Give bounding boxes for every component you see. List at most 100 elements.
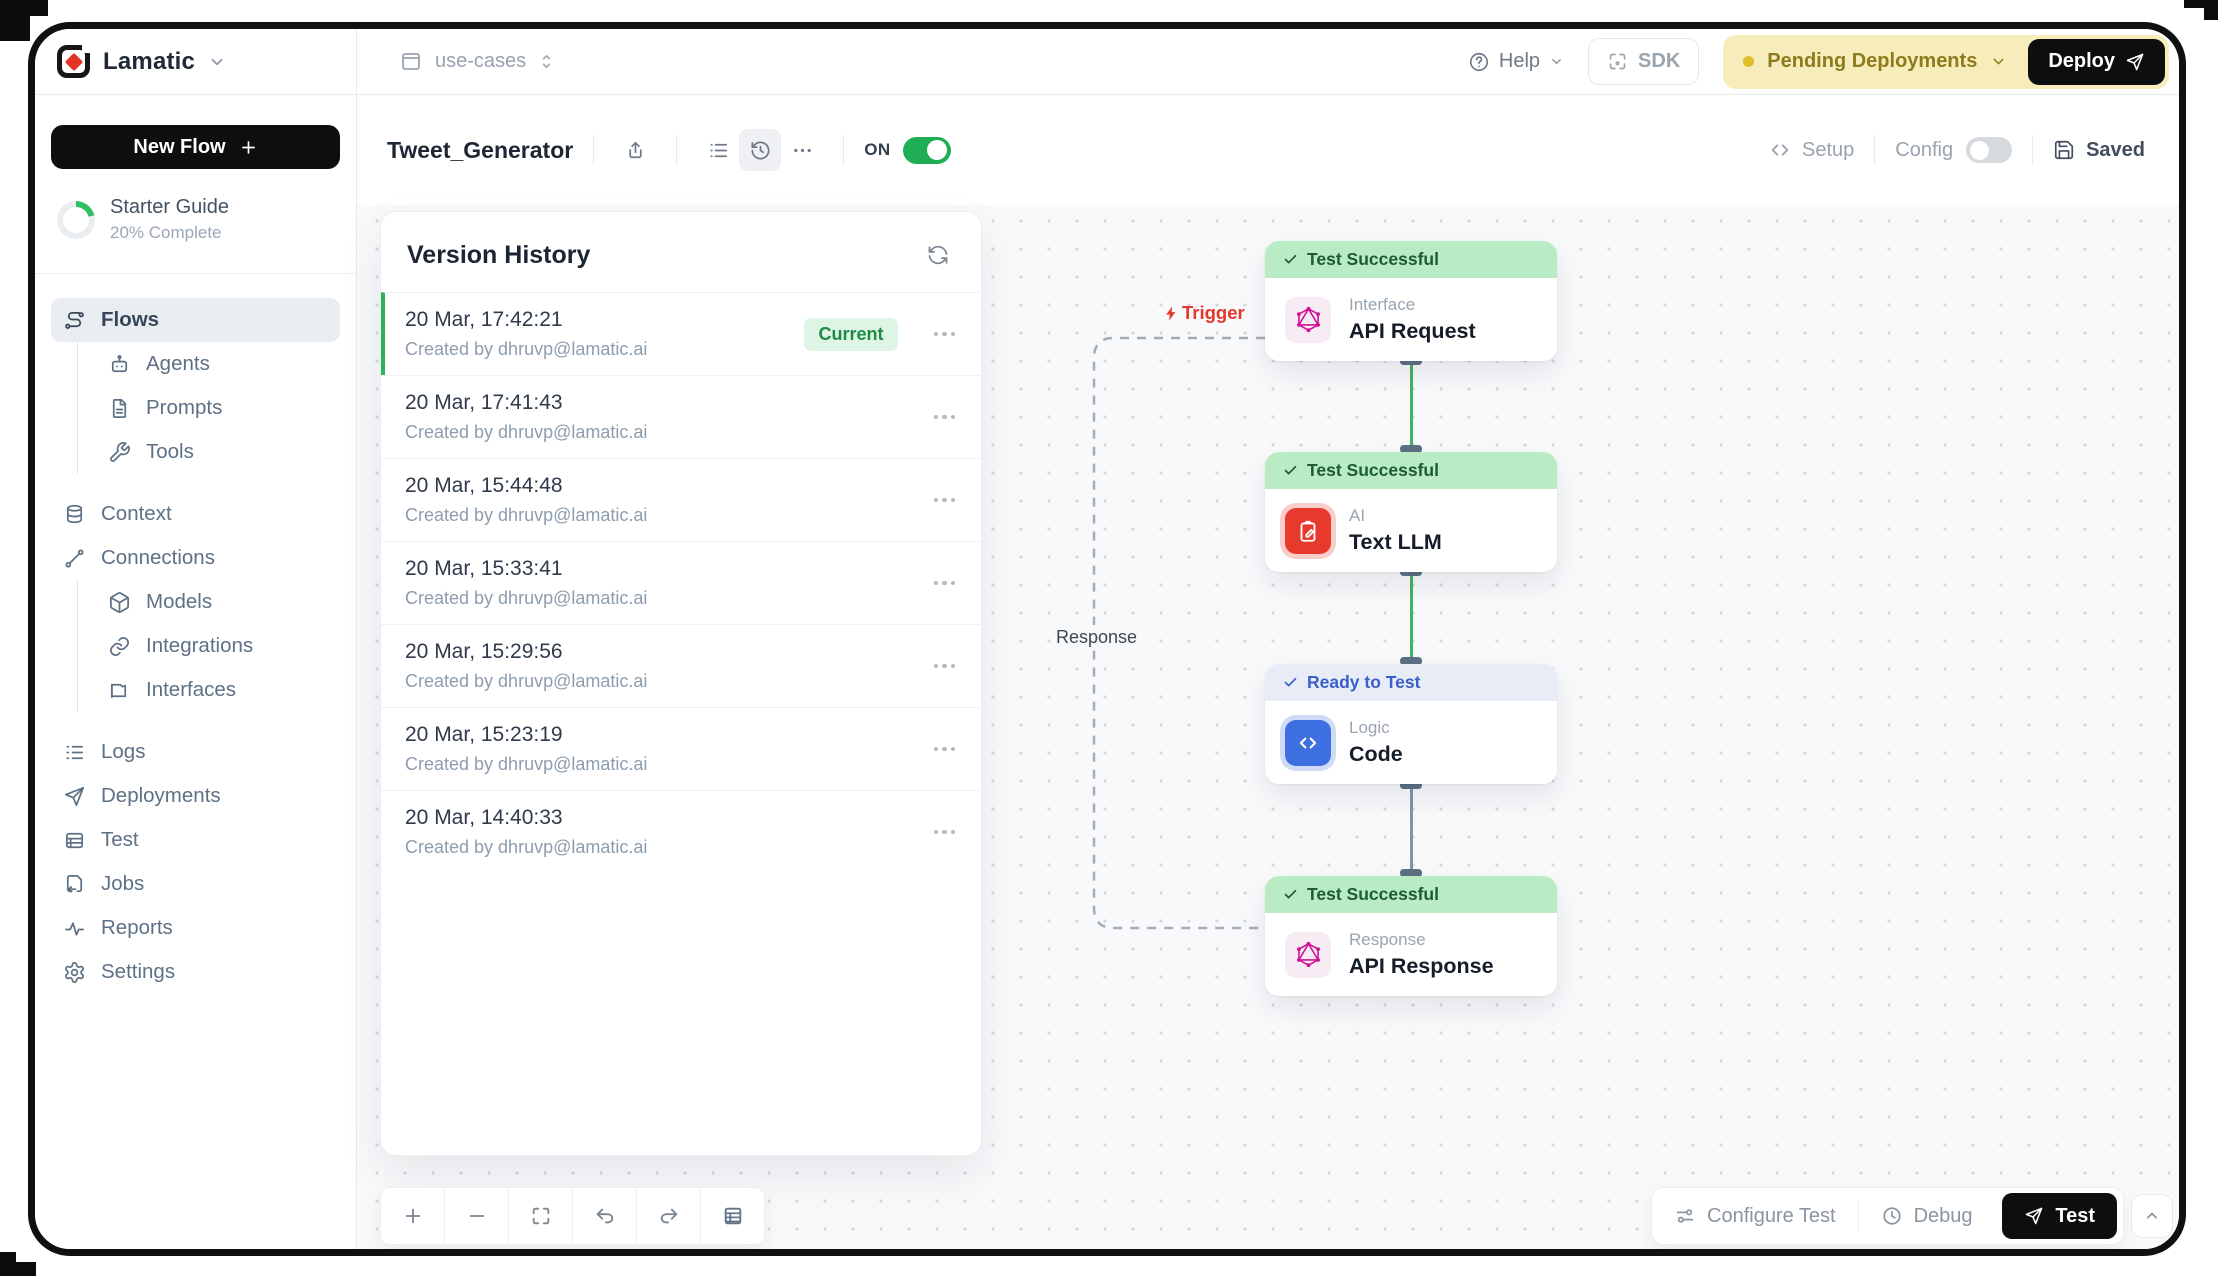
sidebar-item-label: Integrations bbox=[146, 634, 254, 657]
crop-mark bbox=[2184, 0, 2218, 8]
save-icon bbox=[2054, 140, 2074, 160]
sidebar-item-tools[interactable]: Tools bbox=[78, 430, 340, 474]
row-menu-icon[interactable] bbox=[928, 658, 962, 675]
graphql-icon bbox=[1285, 296, 1331, 343]
table-icon bbox=[65, 832, 84, 848]
sidebar-item-agents[interactable]: Agents bbox=[78, 342, 340, 386]
version-row[interactable]: 20 Mar, 15:29:56 Created by dhruvp@lamat… bbox=[381, 624, 981, 707]
sidebar-item-interfaces[interactable]: Interfaces bbox=[78, 668, 340, 712]
redo-button[interactable] bbox=[637, 1188, 700, 1244]
saved-indicator[interactable]: Saved bbox=[2053, 139, 2145, 162]
code-brackets-icon bbox=[1771, 144, 1789, 156]
version-row[interactable]: 20 Mar, 15:33:41 Created by dhruvp@lamat… bbox=[381, 541, 981, 624]
sidebar-item-context[interactable]: Context bbox=[51, 492, 340, 536]
robot-icon bbox=[111, 354, 128, 372]
setup-button[interactable]: Setup bbox=[1769, 139, 1854, 162]
divider bbox=[444, 1188, 445, 1244]
test-label: Test bbox=[2055, 1204, 2095, 1227]
sidebar-item-jobs[interactable]: Jobs bbox=[51, 862, 340, 906]
sidebar-item-flows[interactable]: Flows bbox=[51, 298, 340, 342]
fit-view-icon bbox=[532, 1207, 549, 1225]
row-menu-icon[interactable] bbox=[928, 741, 962, 758]
node-handle[interactable] bbox=[1400, 869, 1422, 877]
fit-view-button[interactable] bbox=[509, 1188, 572, 1244]
row-menu-icon[interactable] bbox=[928, 575, 962, 592]
version-history-button[interactable] bbox=[739, 129, 782, 171]
help-menu[interactable]: Help bbox=[1468, 50, 1564, 73]
node-api-response[interactable]: Test Successful Response API Response bbox=[1265, 876, 1557, 996]
version-row[interactable]: 20 Mar, 17:42:21 Created by dhruvp@lamat… bbox=[381, 292, 981, 375]
version-history-title: Version History bbox=[407, 240, 591, 269]
pending-deployments-pill[interactable]: Pending Deployments Deploy bbox=[1723, 34, 2169, 89]
crop-mark bbox=[0, 16, 30, 41]
version-row[interactable]: 20 Mar, 17:41:43 Created by dhruvp@lamat… bbox=[381, 375, 981, 458]
sidebar-item-settings[interactable]: Settings bbox=[51, 950, 340, 994]
row-menu-icon[interactable] bbox=[928, 326, 962, 343]
sidebar-item-label: Prompts bbox=[146, 396, 223, 419]
node-code[interactable]: Ready to Test Logic Code bbox=[1265, 664, 1557, 784]
node-status-label: Test Successful bbox=[1307, 460, 1439, 480]
version-author: Created by dhruvp@lamatic.ai bbox=[405, 837, 648, 857]
version-row[interactable]: 20 Mar, 15:44:48 Created by dhruvp@lamat… bbox=[381, 458, 981, 541]
refresh-icon bbox=[928, 245, 948, 265]
new-flow-button[interactable]: New Flow bbox=[51, 125, 340, 169]
node-handle[interactable] bbox=[1400, 568, 1422, 576]
sidebar-item-integrations[interactable]: Integrations bbox=[78, 624, 340, 668]
undo-button[interactable] bbox=[573, 1188, 636, 1244]
spacer bbox=[51, 712, 340, 730]
node-api-request[interactable]: Test Successful Interface API Request bbox=[1265, 241, 1557, 361]
node-status-label: Test Successful bbox=[1307, 884, 1439, 904]
sidebar-item-test[interactable]: Test bbox=[51, 818, 340, 862]
config-toggle[interactable] bbox=[1966, 137, 2013, 163]
zoom-in-button[interactable] bbox=[381, 1188, 444, 1244]
project-switcher[interactable]: use-cases bbox=[357, 29, 555, 94]
data-table-button[interactable] bbox=[701, 1188, 764, 1244]
version-row[interactable]: 20 Mar, 15:23:19 Created by dhruvp@lamat… bbox=[381, 707, 981, 790]
send-icon bbox=[65, 786, 84, 806]
configure-test-button[interactable]: Configure Test bbox=[1652, 1205, 1858, 1228]
pending-label: Pending Deployments bbox=[1767, 50, 1978, 72]
refresh-button[interactable] bbox=[921, 238, 955, 272]
row-menu-icon[interactable] bbox=[928, 409, 962, 426]
connections-subtree: Models Integrations Interfaces bbox=[77, 580, 340, 712]
sdk-button[interactable]: SDK bbox=[1588, 38, 1700, 85]
sidebar-item-deployments[interactable]: Deployments bbox=[51, 774, 340, 818]
version-date: 20 Mar, 15:44:48 bbox=[405, 474, 563, 497]
version-date: 20 Mar, 15:29:56 bbox=[405, 640, 563, 663]
sidebar-item-prompts[interactable]: Prompts bbox=[78, 386, 340, 430]
workspace-switcher[interactable]: Lamatic bbox=[35, 29, 357, 94]
crop-mark bbox=[0, 1252, 16, 1262]
version-date: 20 Mar, 15:23:19 bbox=[405, 723, 563, 746]
node-status-bar: Test Successful bbox=[1265, 241, 1557, 278]
node-handle[interactable] bbox=[1400, 657, 1422, 665]
row-menu-icon[interactable] bbox=[928, 492, 962, 509]
starter-guide[interactable]: Starter Guide 20% Complete bbox=[57, 196, 340, 243]
node-handle[interactable] bbox=[1400, 357, 1422, 365]
more-options-button[interactable] bbox=[781, 129, 823, 171]
divider bbox=[676, 135, 678, 165]
sidebar-item-reports[interactable]: Reports bbox=[51, 906, 340, 950]
lamatic-logo-icon bbox=[57, 43, 92, 78]
folder-icon bbox=[399, 50, 423, 74]
node-handle[interactable] bbox=[1400, 781, 1422, 789]
row-menu-icon[interactable] bbox=[928, 824, 962, 841]
sidebar-item-logs[interactable]: Logs bbox=[51, 730, 340, 774]
sidebar-item-label: Jobs bbox=[101, 872, 145, 895]
flow-list-button[interactable] bbox=[697, 129, 739, 171]
version-author: Created by dhruvp@lamatic.ai bbox=[405, 754, 648, 774]
zoom-out-button[interactable] bbox=[445, 1188, 508, 1244]
deploy-button[interactable]: Deploy bbox=[2028, 38, 2165, 85]
code-icon bbox=[1285, 719, 1331, 766]
sidebar-item-models[interactable]: Models bbox=[78, 580, 340, 624]
version-row[interactable]: 20 Mar, 14:40:33 Created by dhruvp@lamat… bbox=[381, 790, 981, 873]
version-author: Created by dhruvp@lamatic.ai bbox=[405, 339, 648, 359]
test-button[interactable]: Test bbox=[2002, 1193, 2117, 1239]
flow-enabled-toggle[interactable] bbox=[902, 136, 951, 164]
debug-button[interactable]: Debug bbox=[1859, 1205, 1995, 1228]
node-text-llm[interactable]: Test Successful AI Text LLM bbox=[1265, 452, 1557, 572]
node-handle[interactable] bbox=[1400, 445, 1422, 453]
node-category: AI bbox=[1349, 506, 1366, 525]
share-flow-button[interactable] bbox=[614, 129, 656, 171]
sidebar-item-connections[interactable]: Connections bbox=[51, 536, 340, 580]
expand-panel-button[interactable] bbox=[2131, 1194, 2173, 1238]
